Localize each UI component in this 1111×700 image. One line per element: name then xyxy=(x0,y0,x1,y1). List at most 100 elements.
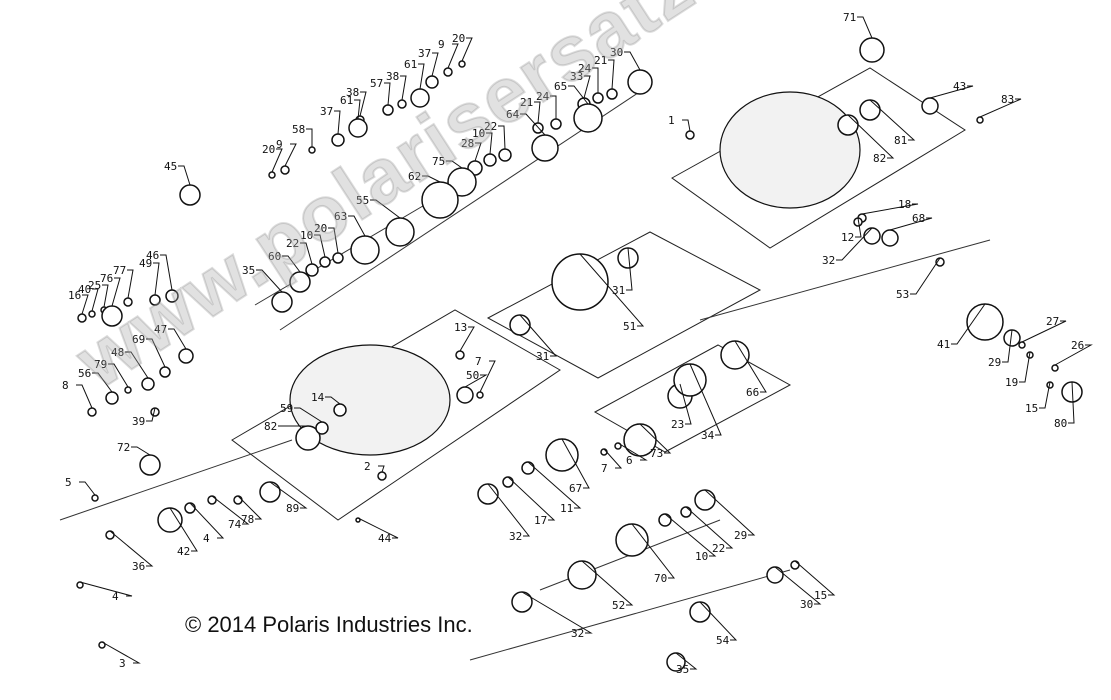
leader-line xyxy=(125,351,149,379)
callout-20: 20 xyxy=(262,143,275,156)
callout-76: 76 xyxy=(100,272,113,285)
callout-73: 73 xyxy=(650,447,663,460)
leader-line xyxy=(127,269,134,299)
part-67 xyxy=(545,438,579,472)
leader-line xyxy=(76,384,93,409)
callout-43: 43 xyxy=(953,80,966,93)
part-68 xyxy=(881,229,899,247)
part-24 xyxy=(550,118,562,130)
callout-31: 31 xyxy=(612,284,625,297)
callout-27: 27 xyxy=(1046,315,1059,328)
callout-2: 2 xyxy=(364,460,371,473)
callout-55: 55 xyxy=(356,194,369,207)
leader-line xyxy=(271,148,283,173)
part-34 xyxy=(673,363,707,397)
callout-63: 63 xyxy=(334,210,347,223)
part-66 xyxy=(720,340,750,370)
part-1 xyxy=(685,130,695,140)
part-32 xyxy=(511,591,533,613)
callout-22: 22 xyxy=(286,237,299,250)
callout-15: 15 xyxy=(814,589,827,602)
leader-line xyxy=(131,446,151,456)
leader-line xyxy=(109,530,154,567)
callout-22: 22 xyxy=(484,120,497,133)
part-42 xyxy=(157,507,183,533)
leader-line xyxy=(370,199,401,219)
leader-line xyxy=(583,75,591,99)
leader-line xyxy=(568,85,589,105)
callout-68: 68 xyxy=(912,212,925,225)
leader-line xyxy=(328,227,339,254)
callout-79: 79 xyxy=(94,358,107,371)
leader-line xyxy=(664,513,717,557)
leader-line xyxy=(579,253,645,327)
part-37 xyxy=(331,133,345,147)
leader-line xyxy=(269,481,308,509)
leader-line xyxy=(626,247,633,291)
leader-line xyxy=(1054,344,1093,366)
part-29 xyxy=(694,489,716,511)
leader-line xyxy=(521,591,593,634)
callout-52: 52 xyxy=(612,599,625,612)
part-43 xyxy=(921,97,939,115)
part-59 xyxy=(315,421,329,435)
callout-59: 59 xyxy=(280,402,293,415)
part-32 xyxy=(863,227,881,245)
leader-line xyxy=(519,314,558,357)
part-72 xyxy=(139,454,161,476)
callout-8: 8 xyxy=(62,379,69,392)
leader-line xyxy=(348,215,366,237)
part-14 xyxy=(333,403,347,417)
part-13 xyxy=(455,350,465,360)
callout-16: 16 xyxy=(68,289,81,302)
leader-line xyxy=(153,262,160,296)
leader-line xyxy=(459,326,475,352)
leader-line xyxy=(464,374,488,388)
part-2 xyxy=(377,471,387,481)
leader-line xyxy=(325,396,341,405)
callout-14: 14 xyxy=(311,391,325,404)
callout-41: 41 xyxy=(937,338,950,351)
callout-36: 36 xyxy=(132,560,145,573)
callout-10: 10 xyxy=(300,229,313,242)
callout-75: 75 xyxy=(432,155,445,168)
leader-line xyxy=(146,407,156,422)
callout-53: 53 xyxy=(896,288,909,301)
leader-line xyxy=(889,217,933,231)
leader-line xyxy=(734,340,767,393)
leader-line xyxy=(357,517,399,539)
part-32 xyxy=(477,483,499,505)
callout-80: 80 xyxy=(1054,417,1067,430)
part-17 xyxy=(502,476,514,488)
leader-line xyxy=(910,257,941,295)
callout-66: 66 xyxy=(746,386,759,399)
callout-9: 9 xyxy=(438,38,445,51)
leader-line xyxy=(979,98,1022,118)
callout-5: 5 xyxy=(65,476,72,489)
part-22 xyxy=(680,506,692,518)
callout-29: 29 xyxy=(734,529,747,542)
part-8 xyxy=(87,407,97,417)
leader-line xyxy=(699,601,738,641)
callout-57: 57 xyxy=(370,77,383,90)
callout-64: 64 xyxy=(506,108,520,121)
leader-line xyxy=(300,242,313,265)
leader-line xyxy=(527,461,582,509)
leader-line xyxy=(447,43,459,69)
leader-line xyxy=(507,476,556,521)
callout-74: 74 xyxy=(228,518,242,531)
callout-10: 10 xyxy=(695,550,708,563)
callout-82: 82 xyxy=(264,420,277,433)
part-52 xyxy=(567,560,597,590)
callout-46: 46 xyxy=(146,249,159,262)
callout-78: 78 xyxy=(241,513,254,526)
callout-67: 67 xyxy=(569,482,582,495)
callout-20: 20 xyxy=(452,32,465,45)
callout-42: 42 xyxy=(177,545,190,558)
callout-65: 65 xyxy=(554,80,567,93)
leader-line xyxy=(498,125,506,150)
leader-line xyxy=(794,560,836,596)
callout-21: 21 xyxy=(594,54,607,67)
leader-line xyxy=(418,63,425,90)
